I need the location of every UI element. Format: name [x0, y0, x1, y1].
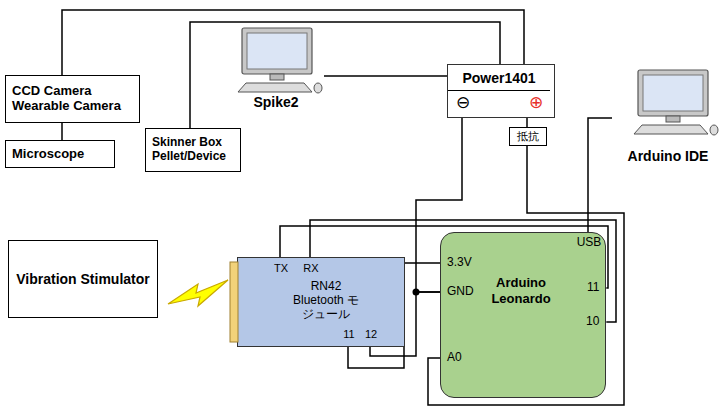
wire-connector	[526, 118, 528, 127]
skinner-box: Skinner Box Pellet/Device	[145, 128, 241, 172]
pin-label: ⊖	[456, 93, 470, 113]
pin-label: ⊕	[529, 93, 543, 113]
bluetooth-module: TX RX RN42 Bluetooth モジュール 11 12	[237, 257, 405, 347]
pin-label: TX	[274, 262, 288, 275]
pin-label: Power1401	[448, 65, 550, 91]
computer-node: Arduino IDE	[612, 66, 724, 166]
node-label: Microscope	[12, 147, 108, 162]
pin-label: RN42 Bluetooth モジュール	[288, 280, 364, 321]
pin-label: A0	[447, 351, 462, 365]
wire-connector	[61, 123, 63, 140]
wire-connector	[588, 118, 612, 232]
pin-label: 11	[587, 281, 599, 295]
resistor-box: 抵抗	[509, 127, 547, 146]
power1401-box: Power1401⊖ ⊕	[447, 64, 555, 118]
wire-connector	[428, 146, 624, 405]
node-label: CCD Camera Wearable Camera	[12, 84, 133, 114]
arduino-board: USB 3.3V GND Arduino Leonardo 11 10A0	[440, 232, 606, 398]
stimulator-box: Vibration Stimulator	[8, 240, 158, 318]
pin-label: Arduino Leonardo	[479, 275, 563, 306]
node-label: 抵抗	[512, 130, 544, 143]
pin-label: 11	[343, 328, 354, 341]
pin-label: 12	[365, 328, 377, 341]
junction-dot	[413, 289, 420, 296]
computer-icon	[634, 70, 718, 135]
computer-icon	[238, 28, 322, 93]
pin-label: 3.3V	[447, 256, 472, 270]
node-label: Skinner Box Pellet/Device	[152, 136, 234, 164]
node-label: Spike2	[230, 94, 322, 110]
wireless-bolt	[168, 280, 228, 306]
node-label: Arduino IDE	[614, 148, 722, 164]
pin-label: RX	[303, 262, 318, 275]
wire-connector	[324, 75, 447, 77]
computer-node: Spike2	[228, 26, 324, 112]
pin-label: GND	[447, 285, 474, 299]
pin-label: 10	[586, 315, 599, 329]
node-label: Vibration Stimulator	[15, 271, 151, 287]
pin-label: USB	[577, 236, 602, 250]
microscope-box: Microscope	[5, 140, 115, 168]
camera-box: CCD Camera Wearable Camera	[5, 75, 140, 123]
